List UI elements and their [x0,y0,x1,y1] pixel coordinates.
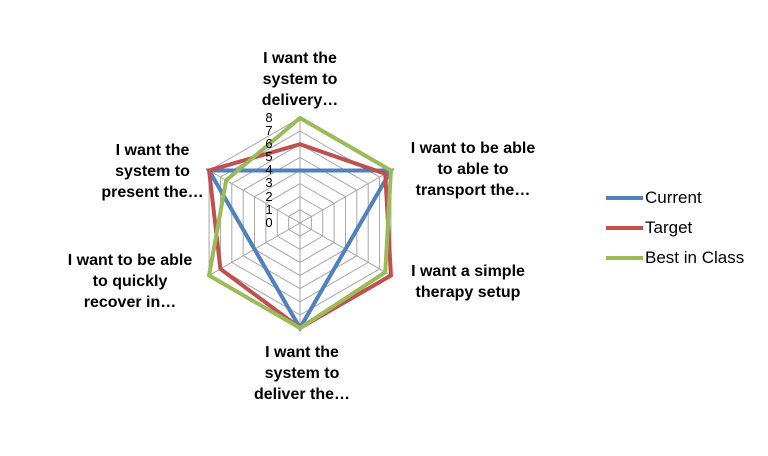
axis-tick-label: 4 [265,162,273,178]
category-label-top: I want the system to delivery… [261,50,339,109]
legend-item-current: Current [606,183,768,213]
category-label-bottom: I want the system to deliver the… [253,344,351,403]
legend-label: Current [645,188,702,207]
axis-tick-label: 6 [265,136,273,152]
legend-item-target: Target [606,213,768,243]
axis-tick-label: 5 [265,149,273,165]
category-label-lower-right: I want a simple therapy setup [411,263,525,301]
axis-tick-label: 0 [265,214,273,230]
grid-spoke [208,170,301,224]
axis-tick-label: 1 [265,201,273,217]
axis-tick-label: 8 [265,110,273,125]
axis-tick-label: 3 [265,175,273,191]
legend-line-swatch [606,256,643,260]
legend-line-swatch [606,226,643,230]
category-label-lower-left: I want to be able to quickly recover in… [67,252,193,311]
legend-line-swatch [606,196,643,200]
series-best-in-class [206,115,393,331]
axis-tick-label: 7 [265,123,273,139]
legend-label: Target [645,218,693,237]
category-label-upper-right: I want to be able to able to transport t… [410,140,536,199]
legend-item-best-in-class: Best in Class [606,243,768,273]
axis-tick-label: 2 [265,188,273,204]
category-label-upper-left: I want the system to present the… [101,142,204,201]
legend-label: Best in Class [645,248,745,267]
grid-spoke [299,170,392,224]
